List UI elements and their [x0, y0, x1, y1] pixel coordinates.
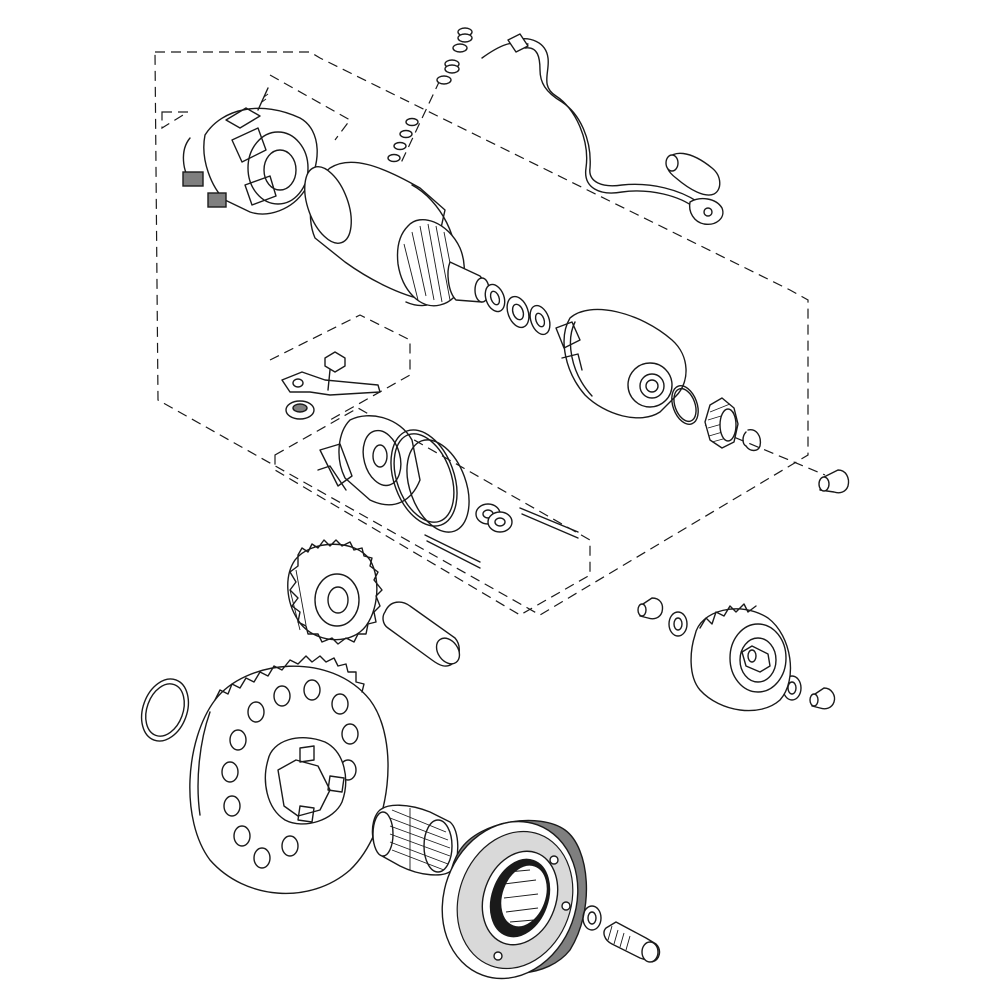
starter-motor-housing	[304, 161, 465, 307]
mounting-bracket	[281, 371, 381, 396]
terminal-nuts-and-washers	[387, 27, 473, 163]
grommet	[285, 400, 315, 420]
starter-motor-cable	[481, 33, 699, 209]
rear-o-rings	[390, 429, 513, 533]
ring-terminal	[688, 197, 724, 225]
reduction-gear-bushings	[637, 597, 836, 710]
through-bolts	[424, 507, 579, 569]
idler-shaft	[382, 601, 461, 667]
rear-end-cover	[317, 415, 421, 506]
o-ring	[671, 385, 699, 425]
gear-holes	[221, 679, 359, 869]
clutch-bolt	[603, 921, 661, 963]
bracket-bolt	[324, 351, 346, 391]
flywheel-shim	[140, 678, 190, 742]
brush-holder-screw	[257, 87, 269, 111]
brush-holder-plate	[182, 107, 318, 215]
pinion-gear	[704, 397, 739, 449]
armature-shims	[484, 283, 551, 336]
armature-commutator	[447, 261, 490, 303]
idler-gear	[287, 539, 383, 645]
drive-end-cover	[555, 308, 687, 419]
needle-bearing	[371, 804, 459, 876]
cable-boot	[665, 152, 721, 196]
starter-driven-gear	[189, 655, 389, 895]
needle-bushing	[818, 469, 850, 494]
circlip	[742, 429, 762, 452]
clutch-washer	[582, 905, 602, 931]
starter-clutch	[441, 819, 588, 980]
reduction-gear-assembly	[690, 603, 792, 712]
